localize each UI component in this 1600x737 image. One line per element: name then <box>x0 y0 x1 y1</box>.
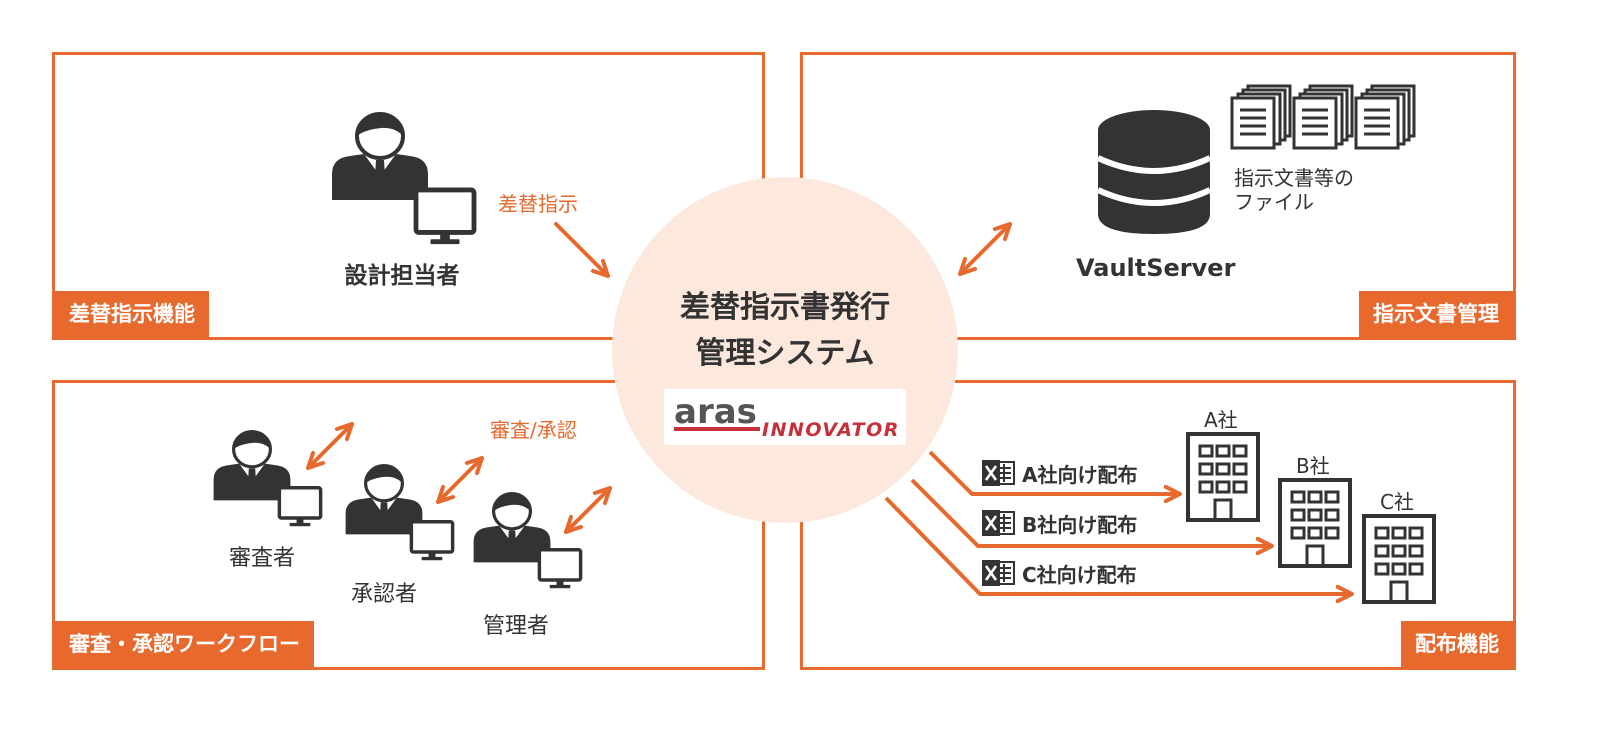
route-b-item: B社向け配布 <box>980 508 1138 538</box>
central-system-title: 差替指示書発行 管理システム <box>612 285 958 377</box>
manager-label: 管理者 <box>482 614 549 639</box>
company-c-label: C社 <box>1380 490 1414 514</box>
svg-text:INNOVATOR: INNOVATOR <box>762 419 900 441</box>
database-icon <box>1096 110 1212 234</box>
company-c-building-icon <box>1362 514 1436 604</box>
central-system-title-line2: 管理システム <box>695 336 875 371</box>
files-label-line1: 指示文書等の <box>1234 166 1354 190</box>
manager-monitor-icon <box>537 548 583 590</box>
route-a-label: A社向け配布 <box>1022 462 1138 487</box>
document-stack-icon-3 <box>1354 84 1416 150</box>
reviewer-monitor-icon <box>277 486 323 528</box>
svg-text:aras: aras <box>674 392 757 432</box>
company-b-building-icon <box>1278 478 1352 568</box>
route-c-label: C社向け配布 <box>1022 562 1137 587</box>
excel-icon <box>980 458 1016 488</box>
company-b-label: B社 <box>1296 454 1330 478</box>
company-a-building-icon <box>1186 432 1260 522</box>
route-b-label: B社向け配布 <box>1022 512 1138 537</box>
designer-monitor-icon <box>414 188 476 246</box>
approver-label: 承認者 <box>350 582 417 607</box>
panel-tag-design-instruction: 差替指示機能 <box>55 291 209 337</box>
reviewer-label: 審査者 <box>228 546 295 571</box>
excel-icon <box>980 508 1016 538</box>
designer-label: 設計担当者 <box>344 263 460 289</box>
panel-tag-review-workflow: 審査・承認ワークフロー <box>55 621 314 667</box>
company-a-label: A社 <box>1204 408 1238 432</box>
document-stack-icon-2 <box>1292 84 1354 150</box>
route-a-item: A社向け配布 <box>980 458 1138 488</box>
central-system-circle: 差替指示書発行 管理システム aras INNOVATOR <box>612 177 958 523</box>
replace-instruction-label: 差替指示 <box>498 192 578 216</box>
document-stack-icon-1 <box>1230 84 1292 150</box>
review-approval-label: 審査/承認 <box>490 418 577 442</box>
vault-server-label: VaultServer <box>1076 254 1236 282</box>
aras-innovator-logo: aras INNOVATOR <box>664 389 906 445</box>
panel-tag-document-management: 指示文書管理 <box>1359 291 1513 337</box>
central-system-title-line1: 差替指示書発行 <box>680 290 890 325</box>
approver-monitor-icon <box>409 520 455 562</box>
route-c-item: C社向け配布 <box>980 558 1137 588</box>
files-label: 指示文書等の ファイル <box>1234 166 1354 214</box>
excel-icon <box>980 558 1016 588</box>
panel-tag-distribution: 配布機能 <box>1401 621 1513 667</box>
files-label-line2: ファイル <box>1234 190 1314 214</box>
